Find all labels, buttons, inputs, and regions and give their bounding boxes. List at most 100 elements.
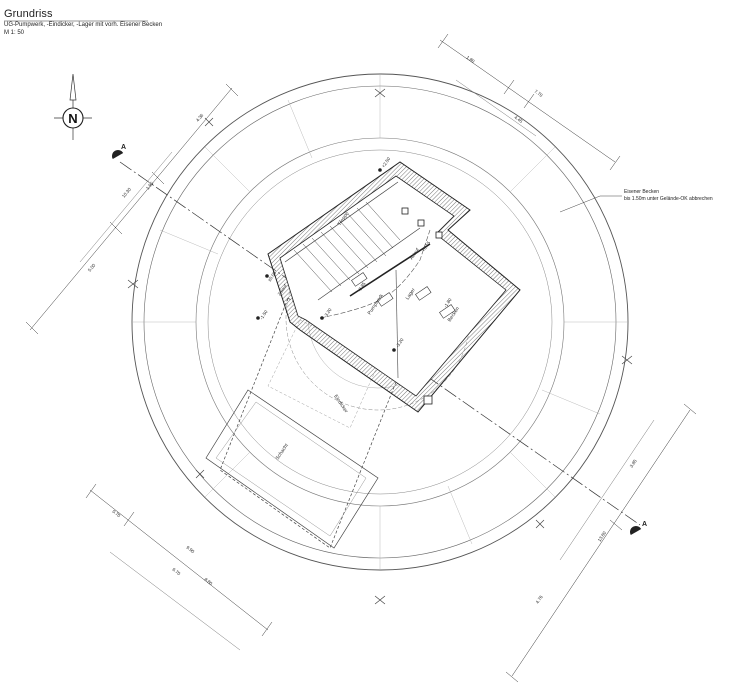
stair-step (365, 201, 401, 241)
room-label-eindicker: Eindicker (332, 394, 349, 415)
dim-chain-left (25, 83, 239, 335)
dim-line (29, 87, 233, 331)
dim-line-2 (109, 551, 241, 651)
pipe-line (319, 229, 431, 319)
lower-tanks (205, 297, 401, 549)
room-label-ablauf: Ablauf (409, 247, 421, 261)
dim-label: 4.36 (195, 112, 205, 122)
dim-label: 4.76 (535, 594, 544, 604)
level-symbol (378, 168, 382, 172)
radial-line (204, 146, 251, 193)
section-marker-shape (112, 150, 124, 159)
room-label-schacht: Schacht (275, 442, 290, 461)
radial-line (159, 229, 219, 255)
dim-line-2 (79, 151, 173, 263)
dim-line (89, 489, 269, 631)
stair-step (329, 225, 369, 269)
level-label: -3.20 (395, 337, 405, 349)
level-symbol (392, 348, 396, 352)
dim-tick (503, 79, 515, 95)
wall-opening (435, 231, 443, 239)
callout-text-1: Eisener Becken (624, 189, 659, 195)
wall-opening (417, 219, 425, 227)
north-arrow-circle (62, 107, 84, 129)
section-marker-shape (630, 526, 642, 535)
building (267, 161, 521, 413)
north-arrow-icon: N (54, 73, 92, 140)
dim-label: 13.80 (597, 530, 608, 543)
dim-label: 8.80 (203, 577, 213, 587)
dim-line (511, 409, 691, 677)
dim-tick (523, 93, 535, 109)
dim-line (439, 39, 616, 163)
dim-chain-top (437, 33, 621, 171)
level-label: -1.50 (259, 309, 269, 321)
equipment-box (415, 286, 432, 301)
radial-line (509, 146, 556, 193)
dim-tick (123, 511, 135, 527)
wall-opening (401, 207, 409, 215)
stair-step (311, 237, 351, 281)
axis-markers (127, 88, 633, 605)
level-symbols (256, 168, 396, 352)
tank-outline (219, 297, 401, 549)
stair-edge (284, 181, 399, 263)
building-interior (279, 175, 507, 397)
dim-tick (505, 671, 519, 683)
stair (284, 181, 421, 301)
axis-marker (374, 88, 386, 98)
dim-labels-bottom: 0.70 9.90 6.70 8.80 (111, 509, 213, 587)
level-label: ±0.00 (267, 270, 278, 283)
stair-edge (317, 227, 421, 301)
dim-tick (25, 321, 39, 335)
drawing-title: Grundriss (4, 8, 53, 20)
radial-line (509, 451, 556, 498)
dim-label: 5.00 (87, 262, 97, 272)
callout-text-2: bis 1.50m unter Gelände-OK abbrechen (624, 196, 713, 202)
axis-marker (195, 469, 205, 479)
dim-chain-right (505, 403, 697, 683)
dim-labels-top: 1.80 7.70 4.45 (465, 55, 543, 124)
level-label: -2.85 (357, 281, 367, 293)
drawing-scale: M 1: 50 (4, 30, 25, 36)
dim-label: 10.30 (121, 186, 132, 198)
dim-tick (85, 483, 97, 499)
section-arrow-icon: A (630, 521, 647, 535)
stair-step (347, 213, 387, 257)
section-arrow-icon: A (112, 144, 126, 159)
dim-line-2 (455, 79, 537, 137)
dim-tick (225, 83, 239, 97)
dim-tick (683, 403, 697, 415)
dim-label: 1.95 (145, 180, 155, 190)
radial-line (541, 389, 601, 415)
partition-line (395, 269, 399, 379)
stair-step (338, 219, 378, 263)
dim-labels-right: 3.85 13.80 4.76 (535, 458, 638, 604)
stair-step (293, 249, 333, 293)
dim-tick (609, 519, 623, 531)
north-arrow-pointer (69, 73, 77, 101)
equipment-box (351, 272, 368, 287)
section-letter-top: A (121, 144, 126, 151)
level-label: +0.15 (421, 240, 432, 253)
tank-rect (205, 389, 379, 549)
wall-opening (423, 395, 433, 405)
dim-labels-left: 4.36 10.30 1.95 5.00 (87, 112, 205, 272)
stair-step (302, 243, 342, 287)
level-markers: +2.50 ±0.00 -1.50 -3.20 -3.20 -2.85 -1.8… (259, 156, 453, 349)
radial-lines (132, 74, 628, 570)
dim-label: 0.70 (111, 509, 121, 519)
mid-ring-inner (207, 149, 553, 495)
level-symbol (265, 274, 269, 278)
dim-tick (151, 171, 165, 185)
dim-label: 7.70 (533, 89, 543, 98)
level-symbol (256, 316, 260, 320)
level-label: +2.50 (381, 156, 392, 169)
room-label-zulauf: Zulauf (277, 283, 289, 297)
dim-label: 1.80 (465, 55, 475, 64)
north-letter: N (68, 111, 77, 126)
axis-marker (204, 117, 214, 127)
drawing-subtitle: UG-Pumpwerk, -Eindicker, -Lager mit vorh… (4, 22, 163, 28)
